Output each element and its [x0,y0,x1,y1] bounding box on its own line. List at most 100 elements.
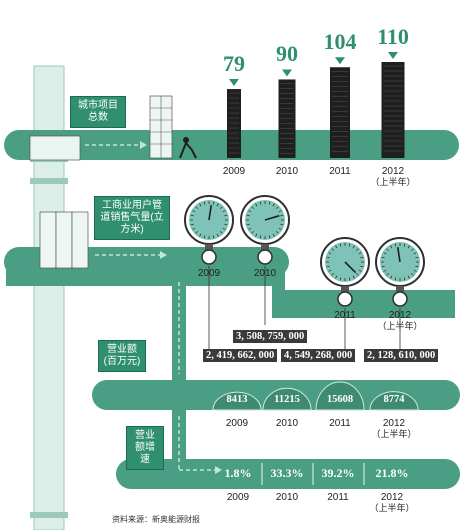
gauge-tick [220,206,223,209]
year-text: 2011 [327,492,349,503]
revenue-value: 11215 [274,394,300,405]
year-text: 2012 [382,418,406,429]
gauge-tick [356,248,359,251]
year-sub-text: （上半年） [370,177,416,187]
gauge-tick [248,227,252,230]
year-label: 2011 [313,492,363,503]
gas-volume-value: 3, 508, 759, 000 [233,330,308,343]
gauge-tick [216,233,219,237]
label-gas-volume: 工商业用户管道销售气量(立方米) [94,196,170,240]
worker-icon [179,137,197,159]
gas-volume-value: 2, 128, 610, 000 [364,349,439,362]
label-projects: 城市项目总数 [70,96,126,128]
gauge-tick [276,231,279,234]
year-label: 2010 [262,492,312,503]
revenue-hump [315,381,365,411]
year-text: 2011 [329,166,351,177]
gauge-tick [348,243,351,247]
gauge-tick [331,273,334,276]
year-text: 2009 [225,418,249,429]
revenue-hump [212,391,262,411]
flow-arrowhead [160,251,167,259]
gauge-tick [280,223,284,226]
gauge-tick [415,256,419,259]
revenue-value: 8413 [226,394,248,405]
gauge-tick [386,273,389,276]
year-text: 2012 [388,310,412,321]
year-text: 2010 [275,492,299,503]
revenue-chart [212,381,419,411]
gauge-needle [344,261,357,274]
gauge-tick [203,235,206,239]
gauge-tick [356,273,359,276]
value-marker [229,79,239,87]
building-value: 79 [223,51,245,77]
gauge-needle [208,205,213,221]
gauge-tick [381,265,385,268]
gauge-tick [268,201,271,205]
gauge-stem [205,244,213,250]
gauge-tick [220,231,223,234]
revenue-hump [262,387,312,411]
valve-icon [201,249,217,265]
valve-icon [257,249,273,265]
gauge-tick [280,214,284,217]
year-label: 2010 [262,166,312,177]
gauge-tick [390,275,393,279]
year-label: 2009 [212,418,262,429]
pipe-growth [116,459,460,489]
gauge-tick [407,245,410,249]
year-sub-text: （上半年） [369,503,415,513]
year-label: 2011 [315,418,365,429]
year-label: 2011 [320,310,370,321]
storage-tanks-icon [39,211,89,269]
gauge-tick [335,245,338,249]
year-sub-text: （上半年） [371,429,417,439]
pipe-joint [30,178,68,184]
gauge-tick [199,233,202,237]
gauge-tick [216,203,219,207]
growth-value: 39.2% [321,466,355,480]
gauge-stem [396,286,404,292]
label-revenue: 营业额(百万元) [98,340,146,372]
year-label: 2009 [184,268,234,279]
gauge-tick [326,256,330,259]
growth-value: 1.8% [224,466,252,480]
gauge-tick [222,227,226,230]
gauge-tick [248,210,252,213]
gauge-tick [326,265,330,268]
year-label: 2012（上半年） [368,166,418,188]
gauge-tick [348,277,351,281]
flow-arrowhead [215,466,222,474]
gas-volume-value: 2, 419, 662, 000 [203,349,278,362]
revenue-value: 8774 [383,394,405,405]
gauge-tick [212,235,215,239]
gauge-tick [255,233,258,237]
gauge-tick [390,245,393,249]
gauge-tick [360,265,364,268]
gauge-tick [255,203,258,207]
flow-arrowhead [140,141,147,149]
gauge-tick [383,252,387,255]
revenue-value: 15608 [326,394,354,405]
gauge-tick [381,256,385,259]
gauge-tick [195,206,198,209]
gauge-tick [411,248,414,251]
gauge-tick [268,235,271,239]
gauge-tick [224,214,228,217]
year-label: 2011 [315,166,365,177]
source-note: 资料来源：新奥能源财报 [112,515,200,524]
building-value: 90 [276,41,298,67]
growth-dividers [261,463,365,485]
year-text: 2011 [334,310,356,321]
building-bar [278,79,296,158]
gauge-tick [272,203,275,207]
gauge-tick [383,269,387,272]
label-growth: 营业额增速 [126,426,164,470]
pipe-joint [30,512,68,518]
gauge-tick [212,201,215,205]
gauge-tick [358,269,362,272]
year-text: 2011 [329,418,351,429]
gauge-tick [394,243,397,247]
gauge-tick [195,231,198,234]
